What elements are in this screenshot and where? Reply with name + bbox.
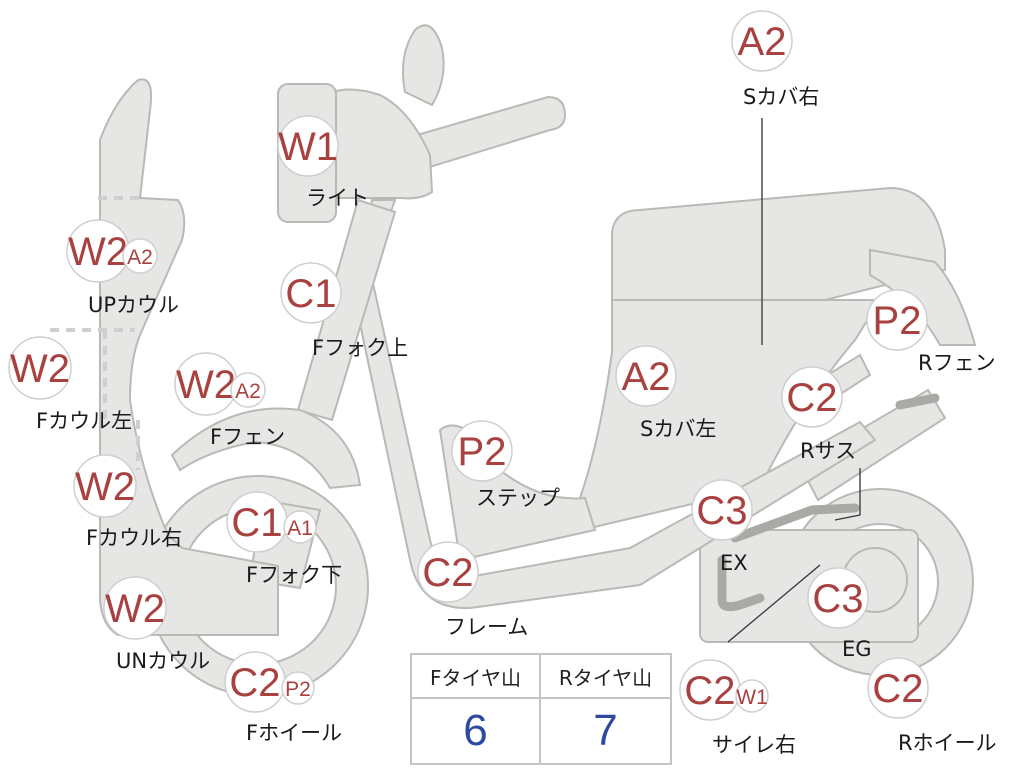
svg-text:C3: C3 (812, 577, 863, 621)
svg-text:C2: C2 (786, 376, 837, 420)
f-fender-label: Fフェン (210, 425, 285, 449)
r-fender-label: Rフェン (918, 351, 996, 375)
step-label: ステップ (476, 486, 560, 510)
svg-text:W1: W1 (278, 125, 338, 169)
svg-text:P2: P2 (285, 678, 311, 701)
svg-text:C2: C2 (422, 551, 473, 595)
ffork-up-code-badge: C1 (280, 262, 342, 324)
svg-text:C1: C1 (231, 501, 282, 545)
svg-text:C2: C2 (229, 661, 280, 705)
s-cover-right-code-badge: A2 (731, 10, 793, 72)
svg-text:A2: A2 (127, 246, 153, 269)
svg-text:W2: W2 (176, 363, 236, 407)
svg-text:A2: A2 (622, 355, 671, 399)
silencer-right-label: サイレ右 (712, 733, 796, 757)
svg-text:C3: C3 (696, 489, 747, 533)
un-cowl-label: UNカウル (116, 649, 210, 673)
r-wheel-label: Rホイール (898, 731, 997, 755)
svg-text:W1: W1 (736, 686, 768, 709)
r-fender-code-badge: P2 (866, 289, 928, 351)
ex-label: EX (720, 551, 748, 575)
r-sus-code-badge: C2 (781, 366, 843, 428)
f-fender-code-badge: W2 A2 (174, 352, 266, 416)
ffork-up-label: Fフォク上 (312, 336, 408, 360)
frame-label: フレーム (445, 615, 528, 639)
svg-text:C2: C2 (684, 669, 735, 713)
light-code-badge: W1 (277, 115, 339, 177)
up-cowl-label: UPカウル (88, 293, 179, 317)
light-label: ライト (306, 186, 369, 210)
svg-text:P2: P2 (458, 430, 507, 474)
svg-text:W2: W2 (68, 230, 128, 274)
svg-text:A2: A2 (235, 380, 261, 403)
r-wheel-code-badge: C2 (867, 657, 929, 719)
frame-code-badge: C2 (417, 541, 479, 603)
un-cowl-code-badge: W2 (103, 576, 167, 640)
leader-r-sus (834, 468, 861, 521)
s-cover-left-label: Sカバ左 (640, 417, 716, 441)
svg-text:W2: W2 (105, 587, 165, 631)
rear-tire-value: 7 (593, 706, 618, 755)
s-cover-left-code-badge: A2 (615, 345, 677, 407)
leader-silencer (727, 564, 821, 643)
f-wheel-label: Fホイール (246, 721, 342, 745)
svg-text:W2: W2 (75, 465, 135, 509)
tire-tread-table: Fタイヤ山 Rタイヤ山 6 7 (410, 653, 672, 765)
front-tire-header: Fタイヤ山 (412, 655, 541, 699)
svg-text:C2: C2 (872, 667, 923, 711)
rear-tire-header: Rタイヤ山 (541, 655, 670, 699)
silencer-right-code-badge: C2 W1 (679, 659, 769, 721)
eg-code-badge: C3 (807, 567, 869, 629)
svg-text:C1: C1 (285, 272, 336, 316)
svg-text:W2: W2 (10, 347, 70, 391)
ffork-down-code-badge: C1 A1 (226, 491, 317, 553)
f-wheel-code-badge: C2 P2 (224, 651, 315, 713)
front-tire-value: 6 (412, 699, 541, 763)
svg-text:A2: A2 (738, 20, 787, 64)
step-code-badge: P2 (451, 420, 513, 482)
f-cowl-left-label: Fカウル左 (36, 409, 132, 433)
r-sus-label: Rサス (800, 439, 856, 463)
eg-label: EG (842, 637, 872, 661)
ex-code-badge: C3 (691, 479, 753, 541)
svg-text:A1: A1 (287, 517, 313, 540)
up-cowl-code-badge: W2 A2 (66, 219, 158, 283)
svg-text:P2: P2 (873, 299, 922, 343)
ffork-down-label: Fフォク下 (246, 563, 342, 587)
f-cowl-left-code-badge: W2 (8, 336, 72, 400)
f-cowl-right-label: Fカウル右 (86, 526, 182, 550)
s-cover-right-label: Sカバ右 (743, 85, 819, 109)
f-cowl-right-code-badge: W2 (73, 454, 137, 518)
